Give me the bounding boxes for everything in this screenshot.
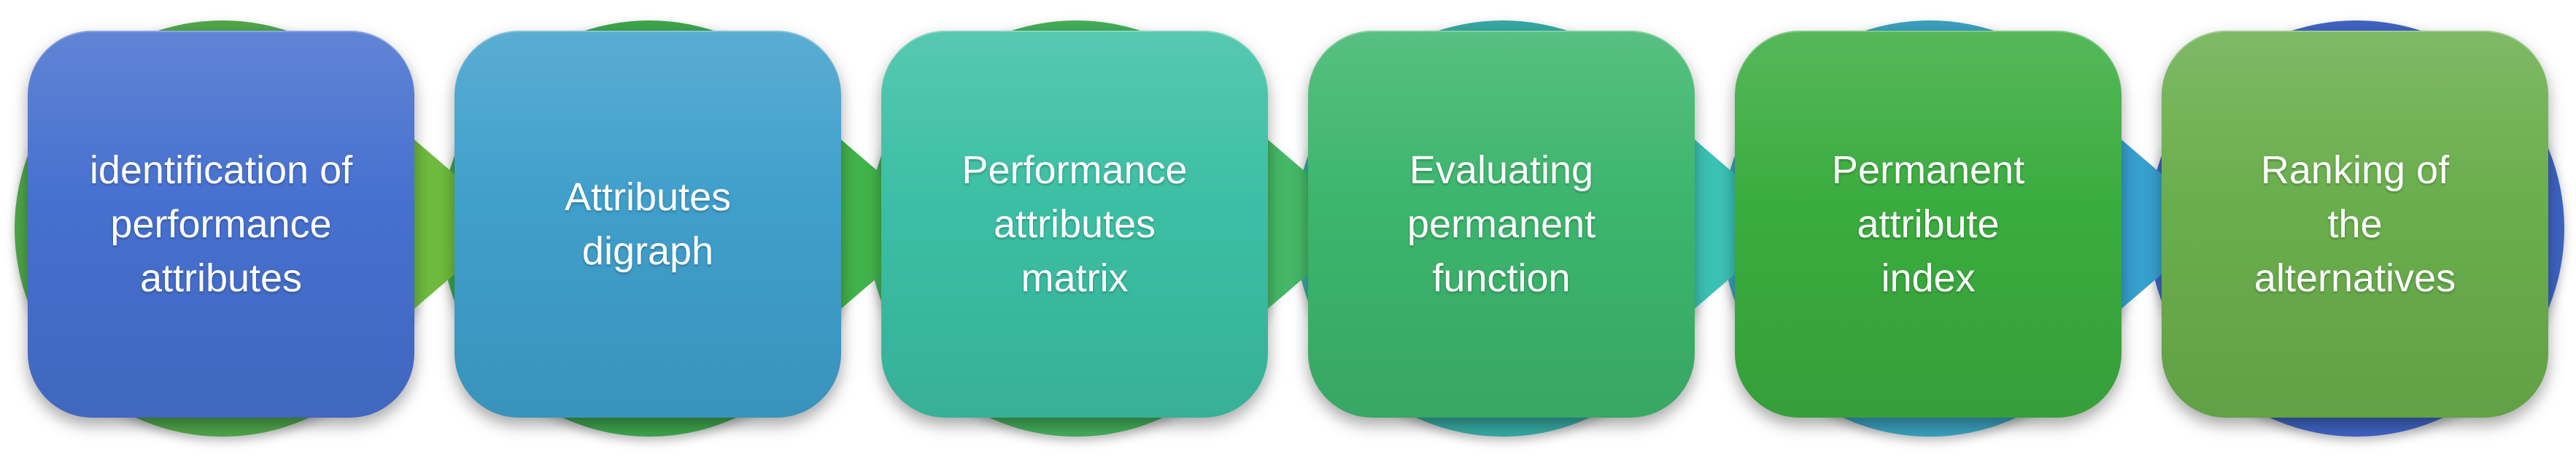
step-6-box: Ranking of the alternatives [2162, 31, 2548, 418]
step-3-box: Performance attributes matrix [881, 31, 1268, 418]
step-1-label: identification of performance attributes [89, 148, 353, 300]
step-6-label: Ranking of the alternatives [2254, 148, 2456, 300]
step-5-label: Permanent attribute index [1831, 148, 2025, 300]
step-4-label: Evaluating permanent function [1407, 148, 1596, 300]
step-3-label: Performance attributes matrix [962, 148, 1188, 300]
step-2-label: Attributes digraph [564, 175, 732, 273]
step-2-box: Attributes digraph [455, 31, 841, 418]
step-1-box: identification of performance attributes [28, 31, 414, 418]
step-4-box: Evaluating permanent function [1308, 31, 1695, 418]
step-5-box: Permanent attribute index [1735, 31, 2121, 418]
